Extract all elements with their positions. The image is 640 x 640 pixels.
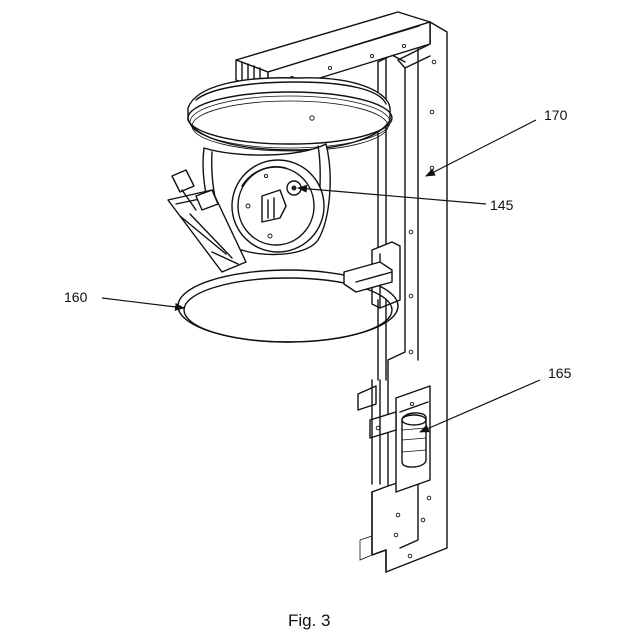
ref-label-145: 145 [490,197,514,213]
ref-label-160: 160 [64,289,88,305]
figure-caption: Fig. 3 [288,611,331,630]
leader-160 [102,298,184,308]
ref-label-170: 170 [544,107,568,123]
ref-label-165: 165 [548,365,572,381]
drive-assembly [232,160,324,252]
dome-cap [188,78,392,151]
ring [178,262,398,342]
